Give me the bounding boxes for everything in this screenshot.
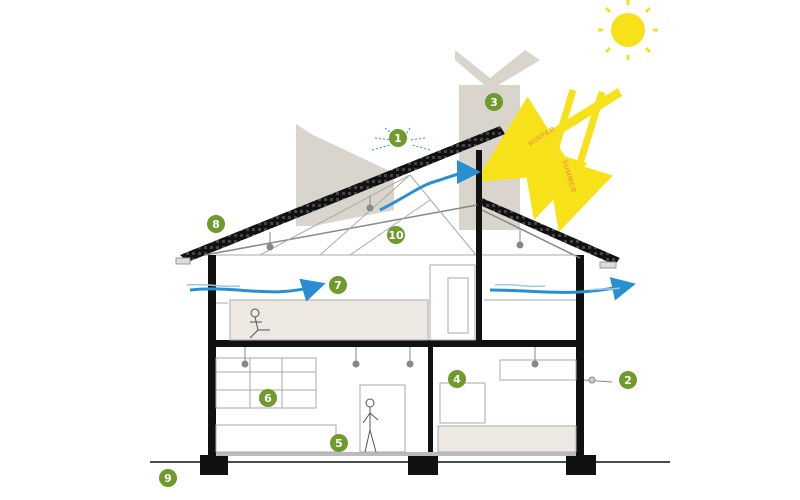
foundations xyxy=(200,455,596,475)
airflow-light-wisps xyxy=(186,283,621,291)
roof-vent-rays xyxy=(371,127,431,151)
callout-2: 2 xyxy=(619,371,637,389)
external-light xyxy=(583,376,613,384)
airflow-arrow-upper-left xyxy=(189,278,326,302)
sun-icon xyxy=(598,0,658,60)
airflow-arrow-attic xyxy=(379,160,481,212)
callout-badge-circle xyxy=(207,215,225,233)
callout-badge-circle xyxy=(259,389,277,407)
callout-7: 7 xyxy=(329,276,347,294)
ceiling-lights xyxy=(241,196,539,368)
callout-9: 9 xyxy=(159,469,177,487)
callout-10: 10 xyxy=(387,226,405,244)
callout-number: 6 xyxy=(264,392,272,405)
callout-badge-circle xyxy=(387,226,405,244)
chimney-cap xyxy=(455,50,540,90)
callout-badge-circle xyxy=(329,276,347,294)
callout-4: 4 xyxy=(448,370,466,388)
callout-number: 2 xyxy=(624,374,632,387)
callout-number: 1 xyxy=(394,132,402,145)
floor-slab xyxy=(216,452,576,456)
callout-1: 1 xyxy=(389,129,407,147)
callout-8: 8 xyxy=(207,215,225,233)
callout-number: 7 xyxy=(334,279,342,292)
callout-3: 3 xyxy=(485,93,503,111)
walls xyxy=(208,150,584,460)
callout-badge-circle xyxy=(485,93,503,111)
callout-badge-circle xyxy=(159,469,177,487)
callout-number: 9 xyxy=(164,472,172,485)
callout-badges: 1 2 3 4 5 6 7 8 9 10 xyxy=(159,93,637,487)
callout-5: 5 xyxy=(330,434,348,452)
callout-number: 8 xyxy=(212,218,220,231)
person-sketch xyxy=(249,308,379,453)
roof xyxy=(175,126,620,269)
callout-number: 5 xyxy=(335,437,343,450)
callout-number: 4 xyxy=(453,373,461,386)
callout-badge-circle xyxy=(330,434,348,452)
callout-badge-circle xyxy=(389,129,407,147)
callout-badge-circle xyxy=(448,370,466,388)
callout-6: 6 xyxy=(259,389,277,407)
callout-badge-circle xyxy=(619,371,637,389)
upper-floor-interior xyxy=(216,264,576,341)
callout-number: 3 xyxy=(490,96,498,109)
roof-trusses xyxy=(216,174,576,256)
callout-number: 10 xyxy=(388,229,404,242)
